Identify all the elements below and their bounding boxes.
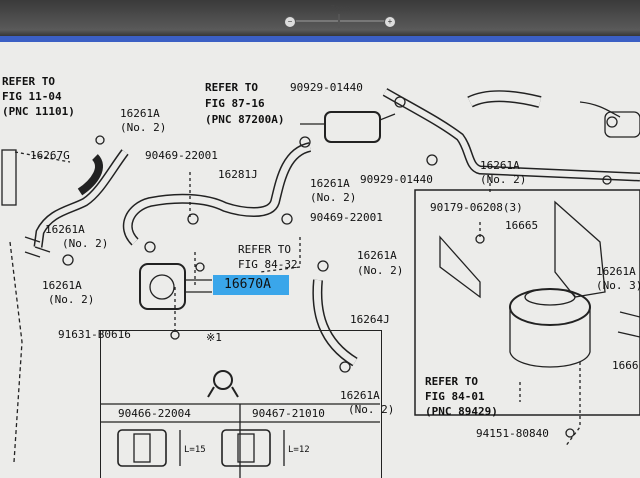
length-15-label: L=15 (184, 445, 206, 455)
part-90467-21010[interactable]: 90467-21010 (252, 407, 325, 420)
part-16261a-f[interactable]: 16261A (42, 279, 82, 292)
part-16670a-selected[interactable]: 16670A (224, 277, 271, 292)
part-16261a-d[interactable]: 16261A (45, 223, 85, 236)
refer-fig-84-32-line1[interactable]: REFER TO (238, 243, 291, 256)
part-16261a-c[interactable]: 16261A (480, 159, 520, 172)
part-16261a-g-note: (No. 2) (348, 403, 395, 416)
part-16261a-d-note: (No. 2) (62, 237, 109, 250)
part-16267g[interactable]: 16267G (30, 149, 70, 162)
refer-fig-84-01-line1[interactable]: REFER TO (425, 375, 478, 388)
selected-part-highlight[interactable] (213, 275, 289, 295)
part-16261a-b-note: (No. 2) (310, 191, 357, 204)
part-94151-80840[interactable]: 94151-80840 (476, 427, 549, 440)
refer-fig-11-04-line3[interactable]: (PNC 11101) (2, 105, 75, 118)
zoom-slider-track[interactable] (296, 20, 386, 22)
part-90466-22004[interactable]: 90466-22004 (118, 407, 191, 420)
part-16261a-b[interactable]: 16261A (310, 177, 350, 190)
refer-fig-84-01-line2[interactable]: FIG 84-01 (425, 390, 485, 403)
window-accent-bar (0, 36, 640, 42)
refer-fig-87-16-line3[interactable]: (PNC 87200A) (205, 113, 285, 126)
part-16261a-h-note: (No. 3) (596, 279, 640, 292)
refer-fig-11-04-line2[interactable]: FIG 11-04 (2, 90, 62, 103)
refer-fig-87-16-line2[interactable]: FIG 87-16 (205, 97, 265, 110)
part-16261a-f-note: (No. 2) (48, 293, 95, 306)
part-16261a-h[interactable]: 16261A (596, 265, 636, 278)
part-16261a-e[interactable]: 16261A (357, 249, 397, 262)
part-16281j[interactable]: 16281J (218, 168, 258, 181)
part-16261a-e-note: (No. 2) (357, 264, 404, 277)
parts-diagram[interactable]: REFER TO FIG 11-04 (PNC 11101) REFER TO … (0, 42, 640, 478)
zoom-out-button[interactable]: − (284, 16, 296, 28)
refer-fig-84-32-line2[interactable]: FIG 84-32 (238, 258, 298, 271)
zoom-label: Zoom (330, 4, 351, 13)
refer-fig-84-01-line3[interactable]: (PNC 89429) (425, 405, 498, 418)
part-90469-22001-b[interactable]: 90469-22001 (310, 211, 383, 224)
part-16261a-a-note: (No. 2) (120, 121, 167, 134)
zoom-control[interactable]: Zoom − + (280, 0, 400, 34)
part-16665[interactable]: 16665 (505, 219, 539, 232)
part-90179-06208[interactable]: 90179-06208(3) (430, 201, 523, 214)
part-90929-01440-mid[interactable]: 90929-01440 (360, 173, 433, 186)
part-1666x[interactable]: 1666 (612, 359, 639, 372)
part-16261a-c-note: (No. 2) (480, 173, 527, 186)
part-16264j[interactable]: 16264J (350, 313, 390, 326)
refer-fig-11-04-line1[interactable]: REFER TO (2, 75, 55, 88)
part-91631-b0616[interactable]: 91631-B0616 (58, 328, 131, 341)
length-12-label: L=12 (288, 445, 310, 455)
part-90929-01440-top[interactable]: 90929-01440 (290, 81, 363, 94)
note-x1: ※1 (206, 331, 222, 344)
part-16261a-g[interactable]: 16261A (340, 389, 380, 402)
diagram-drawing (1, 88, 640, 478)
zoom-in-button[interactable]: + (384, 16, 396, 28)
part-90469-22001-a[interactable]: 90469-22001 (145, 149, 218, 162)
zoom-slider-thumb[interactable] (338, 14, 340, 28)
detail-box (100, 330, 382, 478)
part-16261a-a[interactable]: 16261A (120, 107, 160, 120)
refer-fig-87-16-line1[interactable]: REFER TO (205, 81, 258, 94)
